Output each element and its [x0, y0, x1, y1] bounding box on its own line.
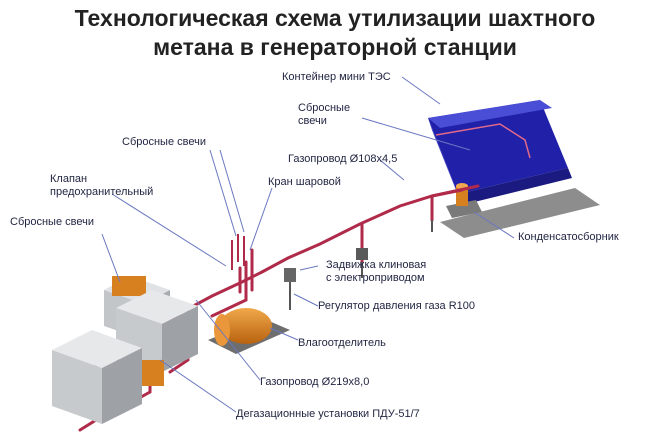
label-degasification-units: Дегазационные установки ПДУ-51/7	[236, 408, 420, 420]
label-pipeline-219: Газопровод Ø219х8,0	[260, 376, 370, 388]
label-condensate-collector: Конденсатосборник	[518, 231, 619, 243]
label-gate-valve-line-1: Задвижка клиновая	[326, 259, 427, 271]
label-safety-valve-line-1: Клапан	[50, 173, 88, 185]
label-gas-pressure-regulator: Регулятор давления газа R100	[318, 300, 475, 312]
label-vent-candles-left: Сбросные свечи	[10, 216, 94, 228]
label-ball-valve: Кран шаровой	[268, 176, 341, 188]
support-posts	[289, 220, 433, 310]
title-line-1: Технологическая схема утилизации шахтног…	[74, 5, 596, 31]
degasification-units	[52, 276, 198, 424]
title-line-2: метана в генераторной станции	[153, 34, 517, 60]
label-container-mini-power-plant: Контейнер мини ТЭС	[282, 71, 391, 83]
moisture-separator	[208, 308, 290, 354]
leader-lines	[101, 76, 515, 413]
label-gate-valve-line-2: с электроприводом	[326, 272, 425, 284]
label-pipeline-108: Газопровод Ø108х4,5	[288, 153, 398, 165]
label-vent-candles-top: Сбросные свечи	[122, 136, 206, 148]
gate-valve	[284, 248, 368, 282]
label-gate-valve: Задвижка клиновая с электроприводом	[326, 259, 426, 285]
label-vent-candles-right-line-2: свечи	[298, 115, 327, 127]
label-vent-candles-right: Сбросные свечи	[298, 102, 350, 128]
label-vent-candles-right-line-1: Сбросные	[298, 102, 351, 114]
vent-candles	[231, 234, 245, 270]
label-safety-valve: Клапан предохранительный	[50, 173, 153, 199]
label-safety-valve-line-2: предохранительный	[50, 186, 154, 198]
label-moisture-separator: Влагоотделитель	[298, 337, 386, 349]
diagram-title: Технологическая схема утилизации шахтног…	[0, 4, 670, 62]
